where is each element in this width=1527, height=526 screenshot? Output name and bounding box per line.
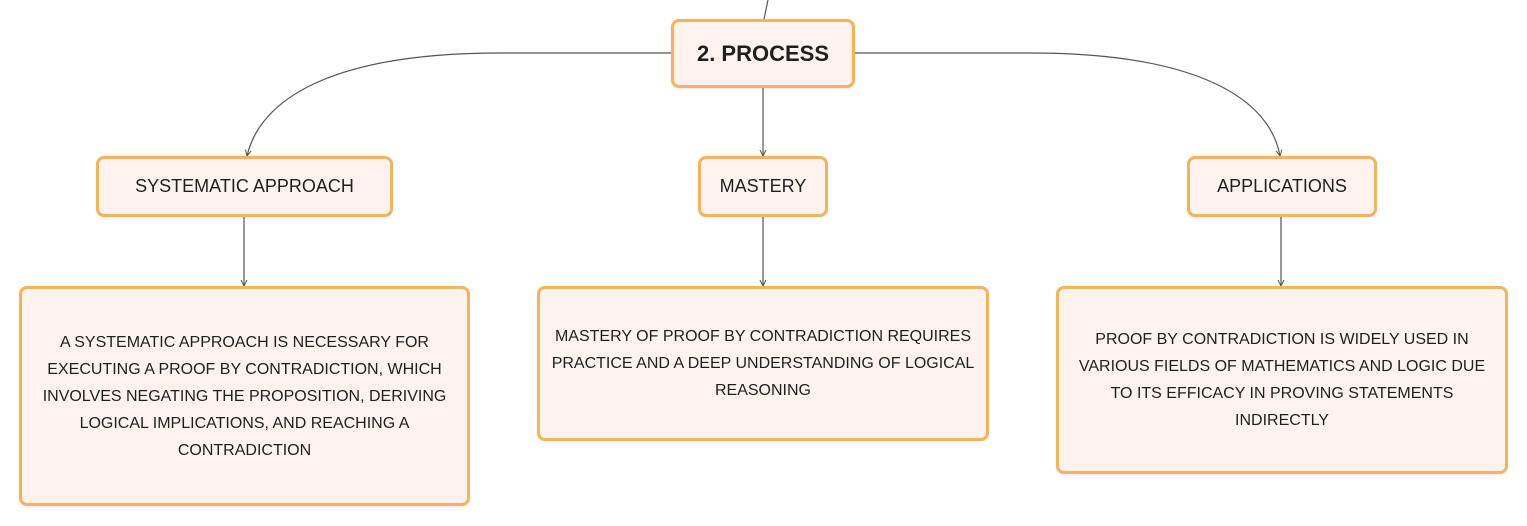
connector-root-to-applications — [855, 52, 1280, 156]
detail-node-systematic-approach[interactable]: A SYSTEMATIC APPROACH IS NECESSARY FOR E… — [19, 286, 470, 506]
detail-node-mastery[interactable]: MASTERY OF PROOF BY CONTRADICTION REQUIR… — [537, 286, 989, 441]
topic-label: MASTERY — [719, 176, 807, 196]
incoming-connector — [763, 0, 769, 20]
detail-text: PROOF BY CONTRADICTION IS WIDELY USED IN… — [1078, 331, 1486, 429]
topic-node-systematic-approach[interactable]: SYSTEMATIC APPROACH — [96, 156, 393, 217]
root-node-label: 2. PROCESS — [696, 40, 830, 66]
topic-node-applications[interactable]: APPLICATIONS — [1187, 156, 1377, 217]
detail-node-applications[interactable]: PROOF BY CONTRADICTION IS WIDELY USED IN… — [1056, 286, 1508, 474]
connector-root-to-systematic-approach — [247, 52, 671, 156]
root-node[interactable]: 2. PROCESS — [671, 19, 855, 88]
topic-label: SYSTEMATIC APPROACH — [135, 176, 354, 196]
topic-label: APPLICATIONS — [1217, 176, 1347, 196]
detail-text: MASTERY OF PROOF BY CONTRADICTION REQUIR… — [551, 328, 975, 399]
topic-node-mastery[interactable]: MASTERY — [698, 156, 828, 217]
detail-text: A SYSTEMATIC APPROACH IS NECESSARY FOR E… — [42, 333, 447, 459]
